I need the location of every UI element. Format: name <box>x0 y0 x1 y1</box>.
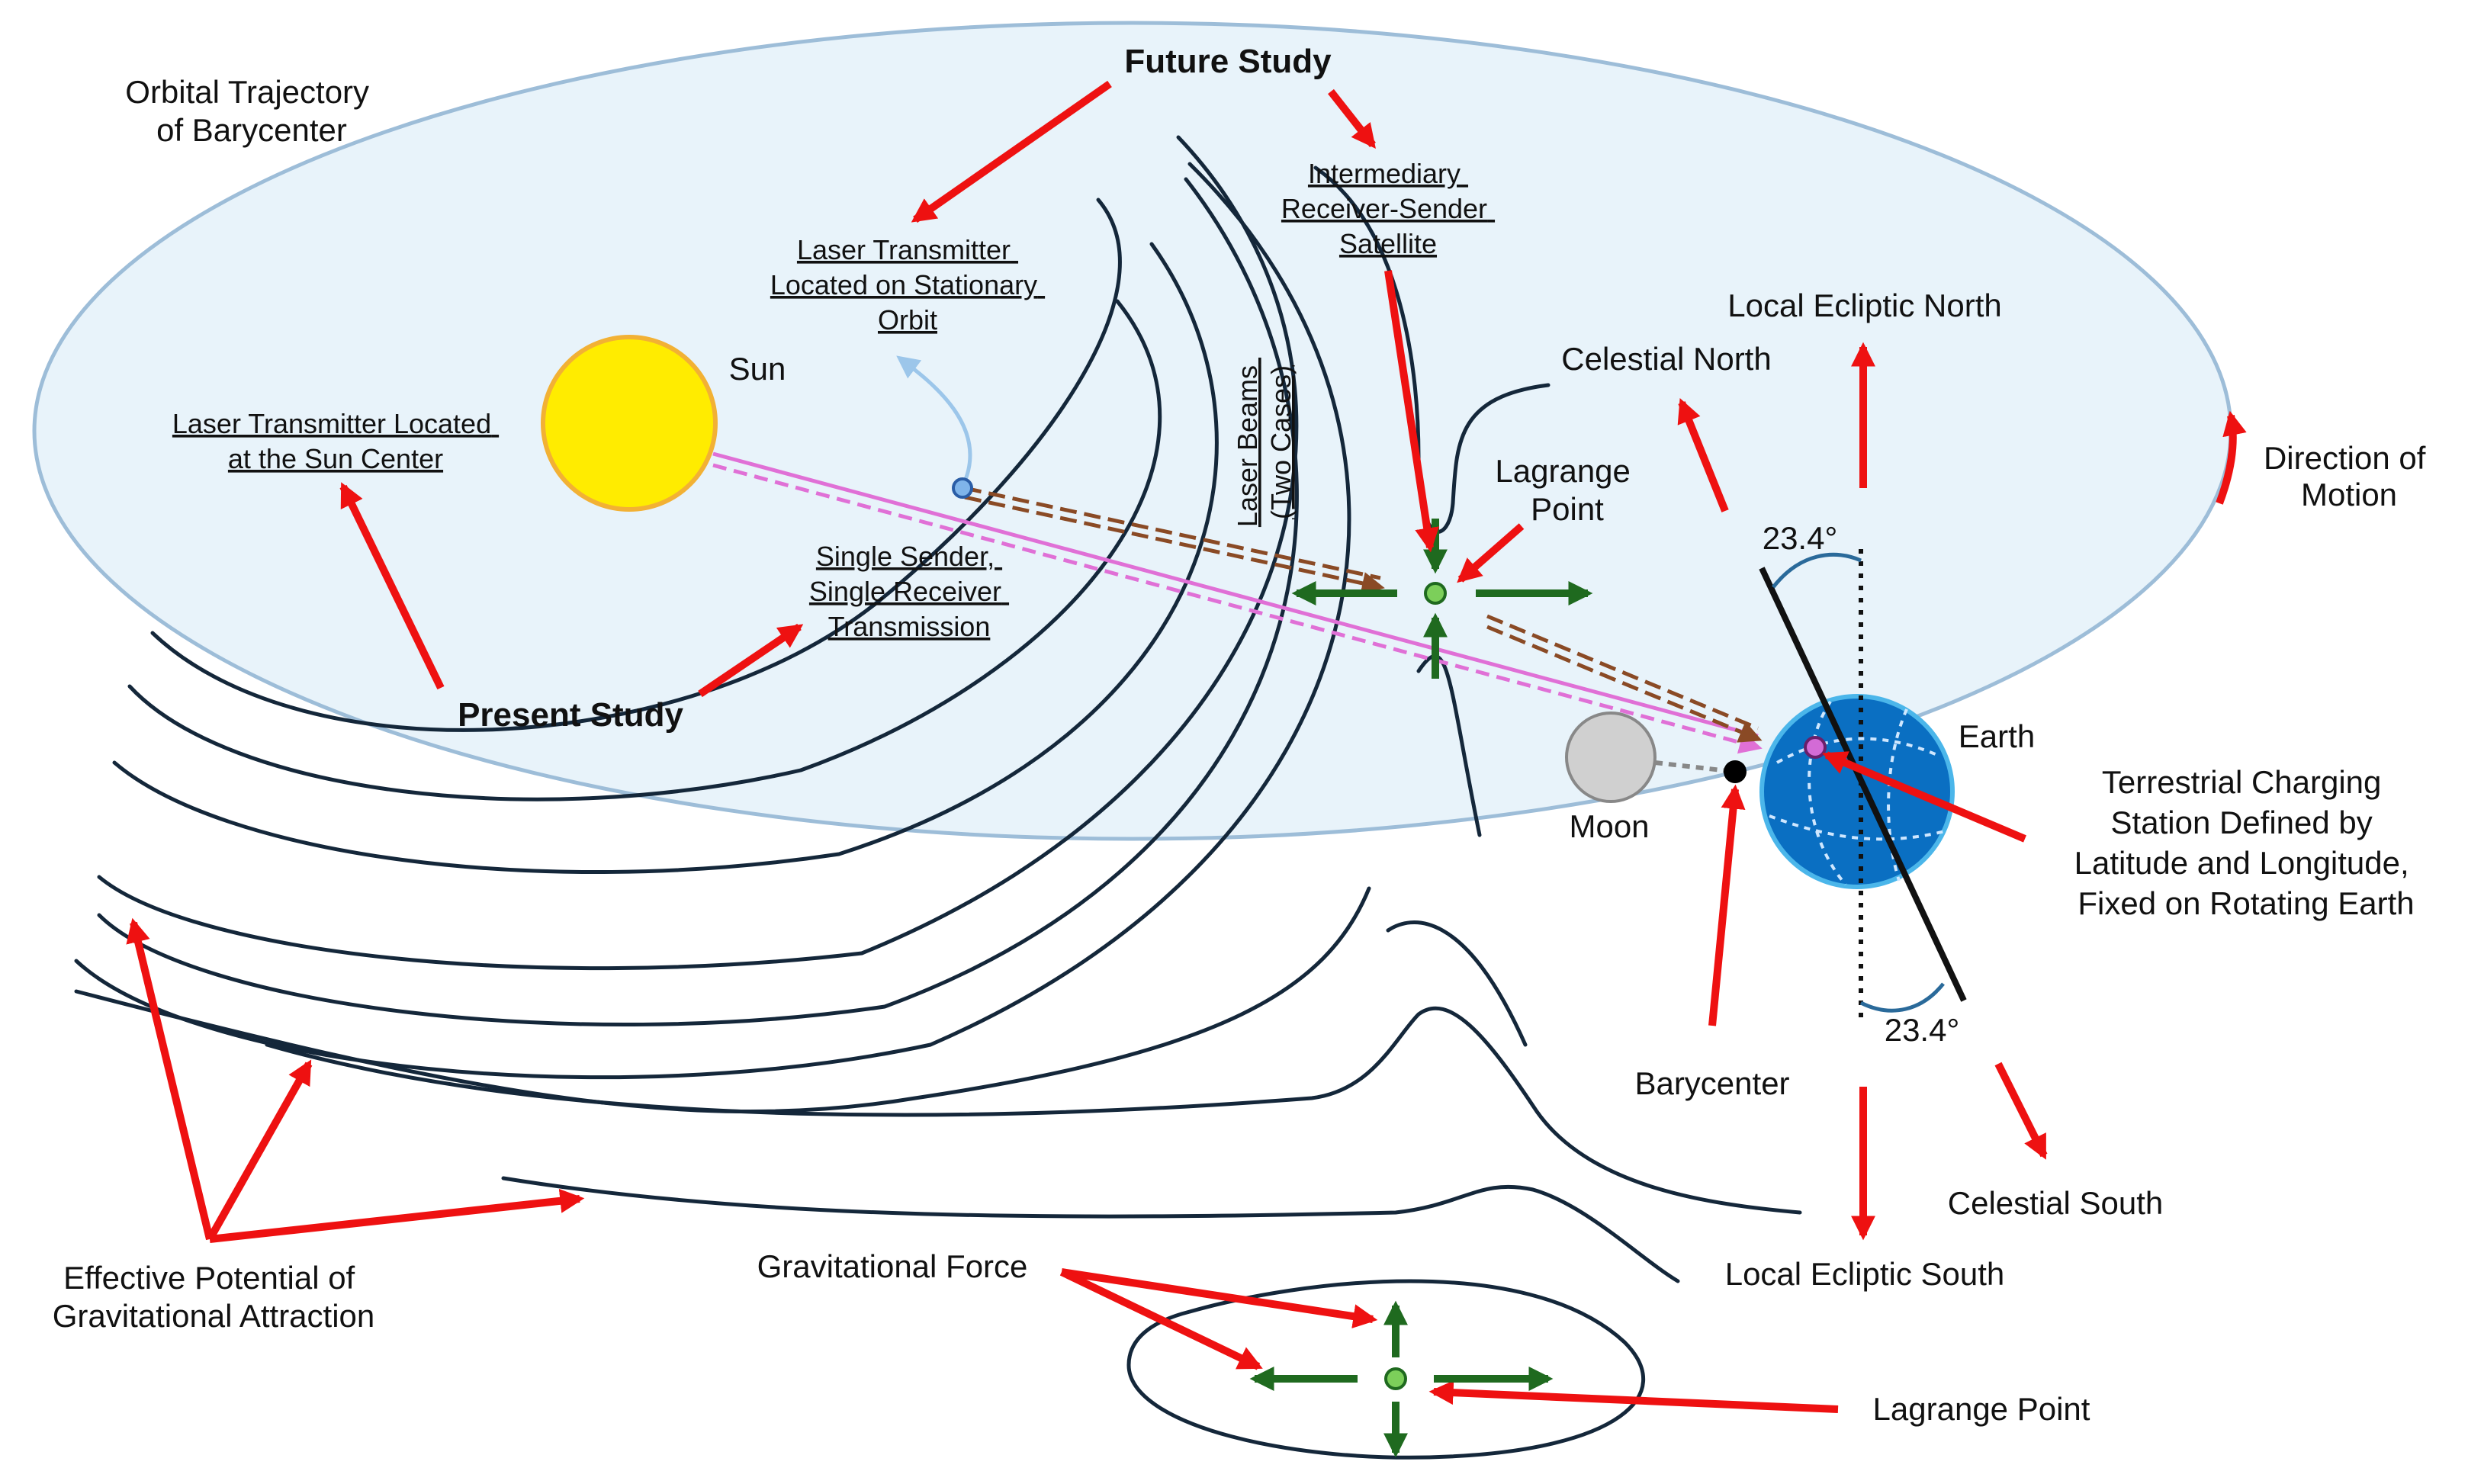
lagrange-upper-label: Lagrange Point <box>1495 453 1639 527</box>
potential-contours-lower <box>74 886 1802 1283</box>
tilt-angle-arc-top <box>1772 552 1862 589</box>
annotation-arrows <box>126 80 2247 1413</box>
earth-tilted-axis <box>1759 567 1967 1002</box>
sun-label: Sun <box>729 351 786 387</box>
laser-beam-brown-to-earth <box>1486 614 1763 743</box>
terrestrial-station-label: Terrestrial Charging Station Defined by … <box>2074 764 2418 921</box>
stationary-orbit-arc <box>896 355 972 488</box>
single-sender-label: Single Sender, Single Receiver Transmiss… <box>809 541 1009 642</box>
moon-label: Moon <box>1569 808 1649 844</box>
gravitational-force-label: Gravitational Force <box>757 1248 1028 1284</box>
laser-beams-label: Laser Beams (Two Cases) <box>1232 358 1297 527</box>
intermediary-label: Intermediary Receiver-Sender Satellite <box>1281 158 1495 259</box>
barycenter-label: Barycenter <box>1634 1065 1789 1101</box>
potential-contours-left <box>74 135 1351 1080</box>
local-ecliptic-south-label: Local Ecliptic South <box>1725 1256 2005 1292</box>
laser-beam-pink <box>712 451 1763 754</box>
laser-tx-sun-label: Laser Transmitter Located at the Sun Cen… <box>172 408 499 474</box>
laser-tx-stationary-label: Laser Transmitter Located on Stationary … <box>770 234 1045 336</box>
lagrange-lower-label: Lagrange Point <box>1873 1391 2090 1427</box>
angle-top-label: 23.4° <box>1763 520 1838 556</box>
lower-lagrange-point <box>1384 1367 1407 1390</box>
present-study-label: Present Study <box>458 696 683 734</box>
future-study-label: Future Study <box>1124 43 1332 80</box>
tilt-angle-arc-bottom <box>1859 982 1945 1013</box>
orbital-trajectory-label: Orbital Trajectory of Barycenter <box>125 74 378 148</box>
direction-of-motion-label: Direction of Motion <box>2264 440 2434 512</box>
lower-lagrange-forces <box>1249 1300 1554 1458</box>
laser-beam-brown-to-lagrange <box>964 486 1385 595</box>
barycenter-dot <box>1724 760 1747 783</box>
sun-icon <box>541 335 718 512</box>
earth-label: Earth <box>1959 718 2035 754</box>
upper-lagrange-point <box>1424 582 1447 605</box>
local-ecliptic-north-label: Local Ecliptic North <box>1727 287 2001 323</box>
earth-icon <box>1759 694 1955 889</box>
angle-bottom-label: 23.4° <box>1885 1012 1960 1048</box>
lower-lagrange-loop <box>1126 1279 1646 1460</box>
celestial-south-label: Celestial South <box>1948 1185 2164 1221</box>
celestial-north-label: Celestial North <box>1561 341 1771 377</box>
effective-potential-label: Effective Potential of Gravitational Att… <box>53 1260 375 1334</box>
moon-icon <box>1565 711 1657 803</box>
stationary-transmitter-dot <box>952 477 973 499</box>
charging-station-dot <box>1804 736 1827 759</box>
